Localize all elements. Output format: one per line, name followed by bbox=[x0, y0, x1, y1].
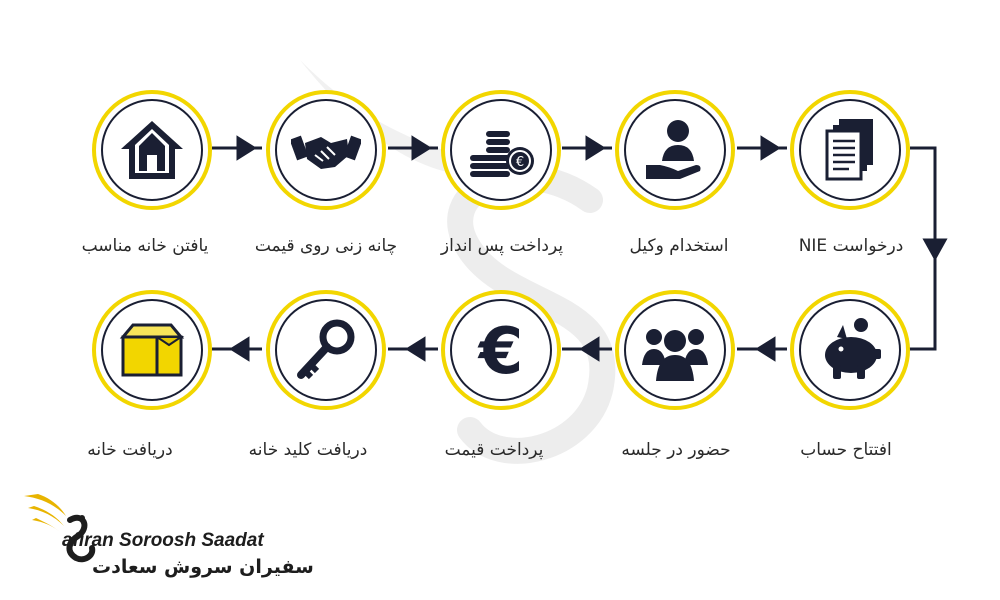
euro-icon: € bbox=[477, 315, 524, 385]
arrow-left-icon bbox=[755, 336, 776, 362]
documents-icon bbox=[825, 119, 873, 181]
arrow-left-icon bbox=[229, 336, 250, 362]
step-label: دریافت خانه bbox=[87, 440, 173, 460]
step-label: دریافت کلید خانه bbox=[248, 440, 368, 460]
arrow-left-icon bbox=[405, 336, 426, 362]
brand-name-en: afiran Soroosh Saadat bbox=[62, 530, 264, 551]
handshake-icon bbox=[291, 135, 361, 169]
brand-name-fa: سفیران سروش سعادت bbox=[92, 556, 314, 578]
svg-text:€: € bbox=[477, 315, 524, 385]
step-receive-key bbox=[266, 290, 386, 410]
step-pay-price: € bbox=[441, 290, 561, 410]
step-hire-lawyer bbox=[615, 90, 735, 210]
arrow-right-icon bbox=[236, 135, 257, 161]
step-label: یافتن خانه مناسب bbox=[81, 236, 209, 256]
step-open-account bbox=[790, 290, 910, 410]
piggy-bank-icon bbox=[825, 318, 881, 379]
arrow-left-icon bbox=[579, 336, 600, 362]
step-attend-meeting bbox=[615, 290, 735, 410]
step-label: پرداخت پس انداز bbox=[440, 236, 564, 256]
arrow-right-icon bbox=[760, 135, 781, 161]
step-negotiate bbox=[266, 90, 386, 210]
arrow-right-icon bbox=[411, 135, 432, 161]
step-find-house bbox=[92, 90, 212, 210]
arrow-down-icon bbox=[922, 238, 948, 262]
step-pay-savings: € bbox=[441, 90, 561, 210]
step-label: درخواست NIE bbox=[798, 236, 904, 256]
coins-icon: € bbox=[470, 131, 534, 177]
lawyer-icon bbox=[646, 120, 701, 179]
brand-logo bbox=[24, 494, 96, 563]
svg-text:€: € bbox=[516, 155, 524, 170]
step-label: چانه زنی روی قیمت bbox=[254, 236, 398, 256]
step-label: پرداخت قیمت bbox=[444, 440, 544, 460]
step-label: حضور در جلسه bbox=[621, 440, 731, 460]
step-label: افتتاح حساب bbox=[800, 440, 892, 460]
box-icon bbox=[119, 323, 185, 377]
house-icon bbox=[121, 121, 183, 179]
group-icon bbox=[642, 329, 708, 381]
step-receive-house bbox=[92, 290, 212, 410]
arrow-right-icon bbox=[585, 135, 606, 161]
step-nie-request bbox=[790, 90, 910, 210]
step-label: استخدام وکیل bbox=[629, 236, 729, 256]
key-icon bbox=[297, 319, 355, 380]
